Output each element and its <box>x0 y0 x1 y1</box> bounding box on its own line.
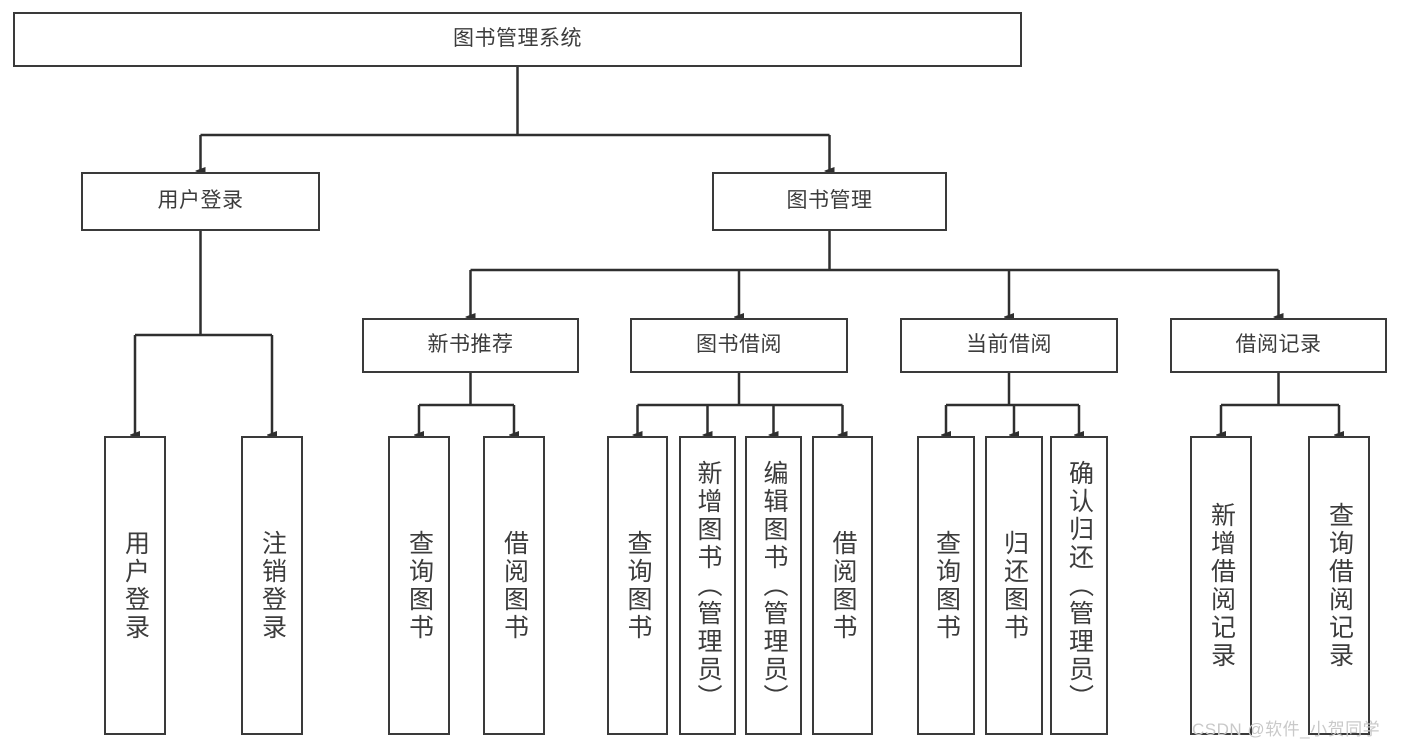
node-label: 查询借阅记录 <box>1325 501 1354 670</box>
node-label: 新增图书（管理员） <box>694 459 722 712</box>
node-newrec[interactable]: 新书推荐 <box>362 318 579 373</box>
node-l9[interactable]: 查询图书 <box>917 436 975 735</box>
node-records[interactable]: 借阅记录 <box>1170 318 1387 373</box>
node-label: 查询图书 <box>932 529 961 642</box>
node-label: 图书管理系统 <box>453 27 582 51</box>
node-bookmgmt[interactable]: 图书管理 <box>712 172 947 231</box>
node-label: 注销登录 <box>258 529 287 642</box>
node-label: 新书推荐 <box>427 333 514 357</box>
node-l5[interactable]: 查询图书 <box>607 436 668 735</box>
node-l13[interactable]: 查询借阅记录 <box>1308 436 1370 735</box>
node-l3[interactable]: 查询图书 <box>388 436 450 735</box>
node-l11[interactable]: 确认归还（管理员） <box>1050 436 1108 735</box>
node-borrow[interactable]: 图书借阅 <box>630 318 848 373</box>
node-label: 新增借阅记录 <box>1207 501 1236 670</box>
node-l7[interactable]: 编辑图书（管理员） <box>745 436 802 735</box>
node-label: 归还图书 <box>1000 529 1029 642</box>
connector-lines <box>135 67 1339 435</box>
node-login[interactable]: 用户登录 <box>81 172 320 231</box>
node-label: 图书管理 <box>786 189 873 213</box>
node-l12[interactable]: 新增借阅记录 <box>1190 436 1252 735</box>
node-label: 借阅图书 <box>500 529 529 642</box>
node-label: 图书借阅 <box>696 333 782 357</box>
node-label: 借阅图书 <box>829 529 857 642</box>
node-current[interactable]: 当前借阅 <box>900 318 1118 373</box>
node-label: 查询图书 <box>624 529 652 642</box>
node-l8[interactable]: 借阅图书 <box>812 436 873 735</box>
node-label: 用户登录 <box>121 529 150 642</box>
node-label: 借阅记录 <box>1235 333 1322 357</box>
node-l6[interactable]: 新增图书（管理员） <box>679 436 736 735</box>
node-l2[interactable]: 注销登录 <box>241 436 303 735</box>
node-l4[interactable]: 借阅图书 <box>483 436 545 735</box>
node-label: 确认归还（管理员） <box>1065 459 1094 712</box>
node-label: 编辑图书（管理员） <box>760 459 788 712</box>
node-l10[interactable]: 归还图书 <box>985 436 1043 735</box>
node-l1[interactable]: 用户登录 <box>104 436 166 735</box>
node-label: 用户登录 <box>157 189 244 213</box>
node-root[interactable]: 图书管理系统 <box>13 12 1022 67</box>
node-label: 查询图书 <box>405 529 434 642</box>
node-label: 当前借阅 <box>966 333 1052 357</box>
